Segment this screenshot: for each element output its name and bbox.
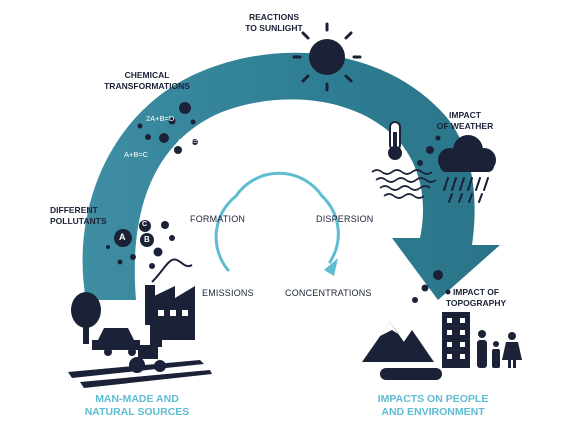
different-pollutants-label: DIFFERENT POLLUTANTS (50, 205, 107, 226)
inner-cycle-arrowhead (324, 258, 338, 276)
wind-icon (371, 169, 437, 199)
family-icon (477, 330, 522, 368)
impact-of-topography-label: IMPACT OF TOPOGRAPHY (445, 287, 507, 308)
sun-icon (292, 22, 362, 92)
molecule-dots (137, 102, 198, 154)
cycle-arrow (82, 52, 500, 300)
emissions-label: EMISSIONS (202, 288, 254, 298)
impact-of-weather-label: IMPACT OF WEATHER (436, 110, 494, 131)
mountains-icon (362, 322, 434, 362)
sources-label: MAN-MADE AND NATURAL SOURCES (84, 393, 190, 418)
field-stripes (68, 360, 212, 388)
pollutant-letter: B (144, 235, 150, 244)
equation-label: C+D=E (178, 137, 203, 146)
dispersion-label: DISPERSION (316, 214, 374, 224)
equation-label: 2A+B=D (146, 114, 175, 123)
pollutant-letter: C (142, 221, 148, 228)
weather-dots (417, 135, 441, 166)
factory-icon (145, 258, 195, 340)
chemical-transformations-label: CHEMICAL TRANSFORMATIONS (104, 70, 190, 91)
car-icon (92, 328, 140, 356)
tree-icon (71, 292, 101, 344)
reactions-to-sunlight-label: REACTIONS TO SUNLIGHT (245, 12, 303, 33)
formation-label: FORMATION (190, 214, 246, 224)
pollutant-molecules (106, 220, 175, 269)
water-icon (380, 368, 442, 380)
pollutant-letter: A (119, 232, 126, 242)
concentrations-label: CONCENTRATIONS (285, 288, 372, 298)
topography-dots (412, 270, 451, 303)
equation-label: A+B=C (124, 150, 149, 159)
rain-cloud-icon (438, 135, 496, 203)
building-icon (442, 312, 470, 368)
impacts-label: IMPACTS ON PEOPLE AND ENVIRONMENT (377, 393, 489, 418)
thermometer-icon (388, 121, 402, 160)
inner-cycle (214, 171, 340, 272)
